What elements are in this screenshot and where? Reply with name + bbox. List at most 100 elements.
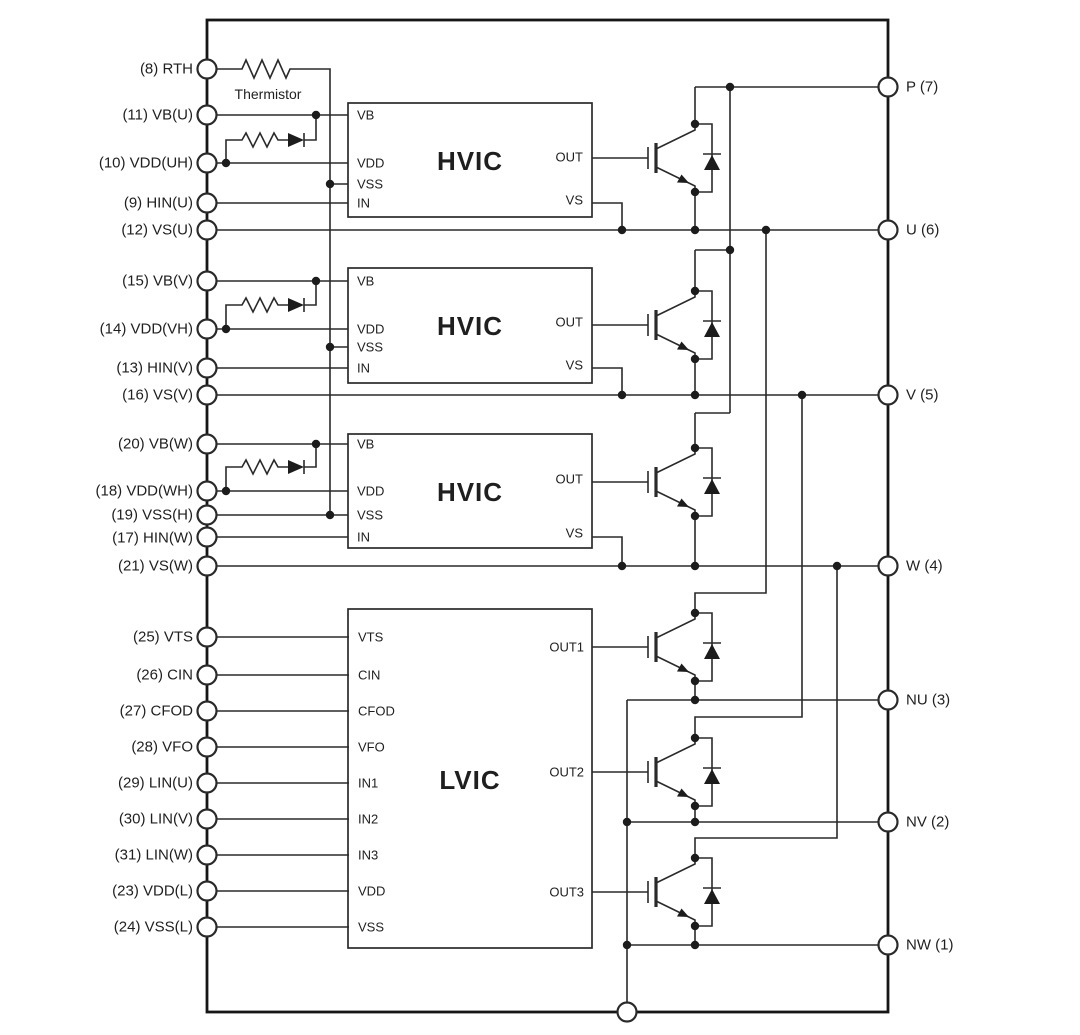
junction-dot [690, 390, 700, 400]
hvic3-pin-in: IN [357, 530, 370, 545]
label-nv: NV (2) [906, 814, 949, 831]
label-vfo: (28) VFO [131, 739, 193, 756]
lvic-pin-out3: OUT3 [549, 885, 584, 900]
label-vb-w: (20) VB(W) [118, 436, 193, 453]
hvic3-pin-out: OUT [556, 472, 584, 487]
label-vs-v: (16) VS(V) [122, 387, 193, 404]
label-rth: (8) RTH [140, 61, 193, 78]
pin-lin-u [196, 772, 218, 794]
label-u: U (6) [906, 222, 939, 239]
pin-lin-v [196, 808, 218, 830]
igbt-symbols [590, 118, 723, 932]
junction-dot [325, 179, 335, 189]
igbt-low-v [590, 732, 723, 812]
diode-icon [288, 298, 304, 312]
label-vss-h: (19) VSS(H) [111, 507, 193, 524]
lvic-pin-in3: IN3 [358, 848, 378, 863]
pin-vs-u [196, 219, 218, 241]
pin-vs-w [196, 555, 218, 577]
pin-vb-v [196, 270, 218, 292]
igbt-high-u [590, 118, 723, 198]
diode-icon [288, 460, 304, 474]
junction-dot [617, 225, 627, 235]
lvic-block: LVIC VTS CIN CFOD VFO IN1 IN2 IN3 VDD VS… [347, 608, 593, 949]
n-rows [626, 699, 888, 1012]
thermistor-wire [207, 58, 331, 515]
hvic3-block: HVIC VB VDD VSS IN OUT VS [347, 433, 593, 549]
label-lin-v: (30) LIN(V) [119, 811, 193, 828]
lvic-pin-in2: IN2 [358, 812, 378, 827]
label-vs-w: (21) VS(W) [118, 558, 193, 575]
junction-dots [221, 82, 842, 950]
pin-hin-w [196, 526, 218, 548]
hvic2-pin-vb: VB [357, 274, 374, 289]
hvic3-pin-vb: VB [357, 437, 374, 452]
junction-dot [832, 561, 842, 571]
pin-rth [196, 58, 218, 80]
junction-dot [617, 390, 627, 400]
label-vdd-uh: (10) VDD(UH) [99, 155, 193, 172]
hvic3-pin-vs: VS [566, 526, 584, 541]
junction-dot [311, 276, 321, 286]
phase-rows [207, 86, 888, 567]
pin-cfod [196, 700, 218, 722]
label-vs-u: (12) VS(U) [121, 222, 193, 239]
pin-vdd-vh [196, 318, 218, 340]
pin-nw [877, 934, 899, 956]
junction-dot [221, 324, 231, 334]
pin-vfo [196, 736, 218, 758]
label-vts: (25) VTS [133, 629, 193, 646]
pin-v [877, 384, 899, 406]
igbt-low-w [590, 852, 723, 932]
lvic-pin-cin: CIN [358, 668, 380, 683]
pin-vs-v [196, 384, 218, 406]
hvic3-pin-vss: VSS [357, 508, 383, 523]
lvic-pin-vdd: VDD [358, 884, 385, 899]
pin-nu [877, 689, 899, 711]
label-vdd-l: (23) VDD(L) [112, 883, 193, 900]
junction-dot [325, 510, 335, 520]
lvic-pin-vss: VSS [358, 920, 384, 935]
hvic1-pin-vs: VS [566, 193, 584, 208]
junction-dot [690, 940, 700, 950]
lvic-pin-vfo: VFO [358, 740, 385, 755]
hvic2-block: HVIC VB VDD VSS IN OUT VS [347, 267, 593, 384]
pin-w [877, 555, 899, 577]
junction-dot [622, 940, 632, 950]
bootstrap-branch-u [225, 115, 317, 163]
lvic-pin-vts: VTS [358, 630, 384, 645]
hvic1-title: HVIC [437, 146, 503, 176]
pin-vdd-uh [196, 152, 218, 174]
igbt-low-u [590, 607, 723, 687]
lvic-pin-out2: OUT2 [549, 765, 584, 780]
pin-vts [196, 626, 218, 648]
hvic1-box [347, 102, 593, 218]
lvic-pin-out1: OUT1 [549, 640, 584, 655]
igbt-high-v [590, 285, 723, 365]
low-side-collector-feeds [694, 230, 838, 858]
hvic-vs-stubs [592, 202, 623, 566]
label-lin-w: (31) LIN(W) [115, 847, 193, 864]
lvic-title: LVIC [439, 765, 500, 795]
junction-dot [622, 817, 632, 827]
hvic2-title: HVIC [437, 311, 503, 341]
pin-hin-u [196, 192, 218, 214]
junction-dot [221, 158, 231, 168]
hvic3-box [347, 433, 593, 549]
junction-dot [690, 817, 700, 827]
label-p: P (7) [906, 79, 938, 96]
hvic3-pin-vdd: VDD [357, 484, 384, 499]
lvic-box [347, 608, 593, 949]
label-nu: NU (3) [906, 692, 950, 709]
hvic1-pin-out: OUT [556, 150, 584, 165]
label-cin: (26) CIN [136, 667, 193, 684]
thermistor-label: Thermistor [235, 86, 302, 102]
pin-vb-w [196, 433, 218, 455]
module-border [205, 18, 890, 1014]
hvic1-pin-vss: VSS [357, 177, 383, 192]
hvic2-pin-in: IN [357, 361, 370, 376]
pin-nv [877, 811, 899, 833]
label-w: W (4) [906, 558, 943, 575]
